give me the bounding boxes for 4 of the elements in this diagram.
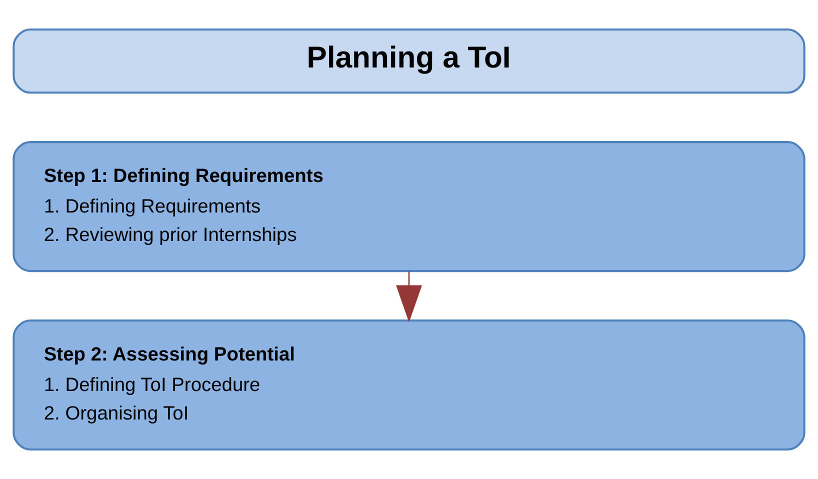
arrow: [396, 271, 422, 322]
node-box: Step 1: Defining Requirements 1. Defining Requirements 2. Reviewing prior Internships: [12, 141, 806, 272]
node-box: Planning a ToI: [12, 28, 806, 94]
node-box: Step 2: Assessing Potential 1. Defining ToI Procedure 2. Organising ToI: [12, 319, 806, 451]
